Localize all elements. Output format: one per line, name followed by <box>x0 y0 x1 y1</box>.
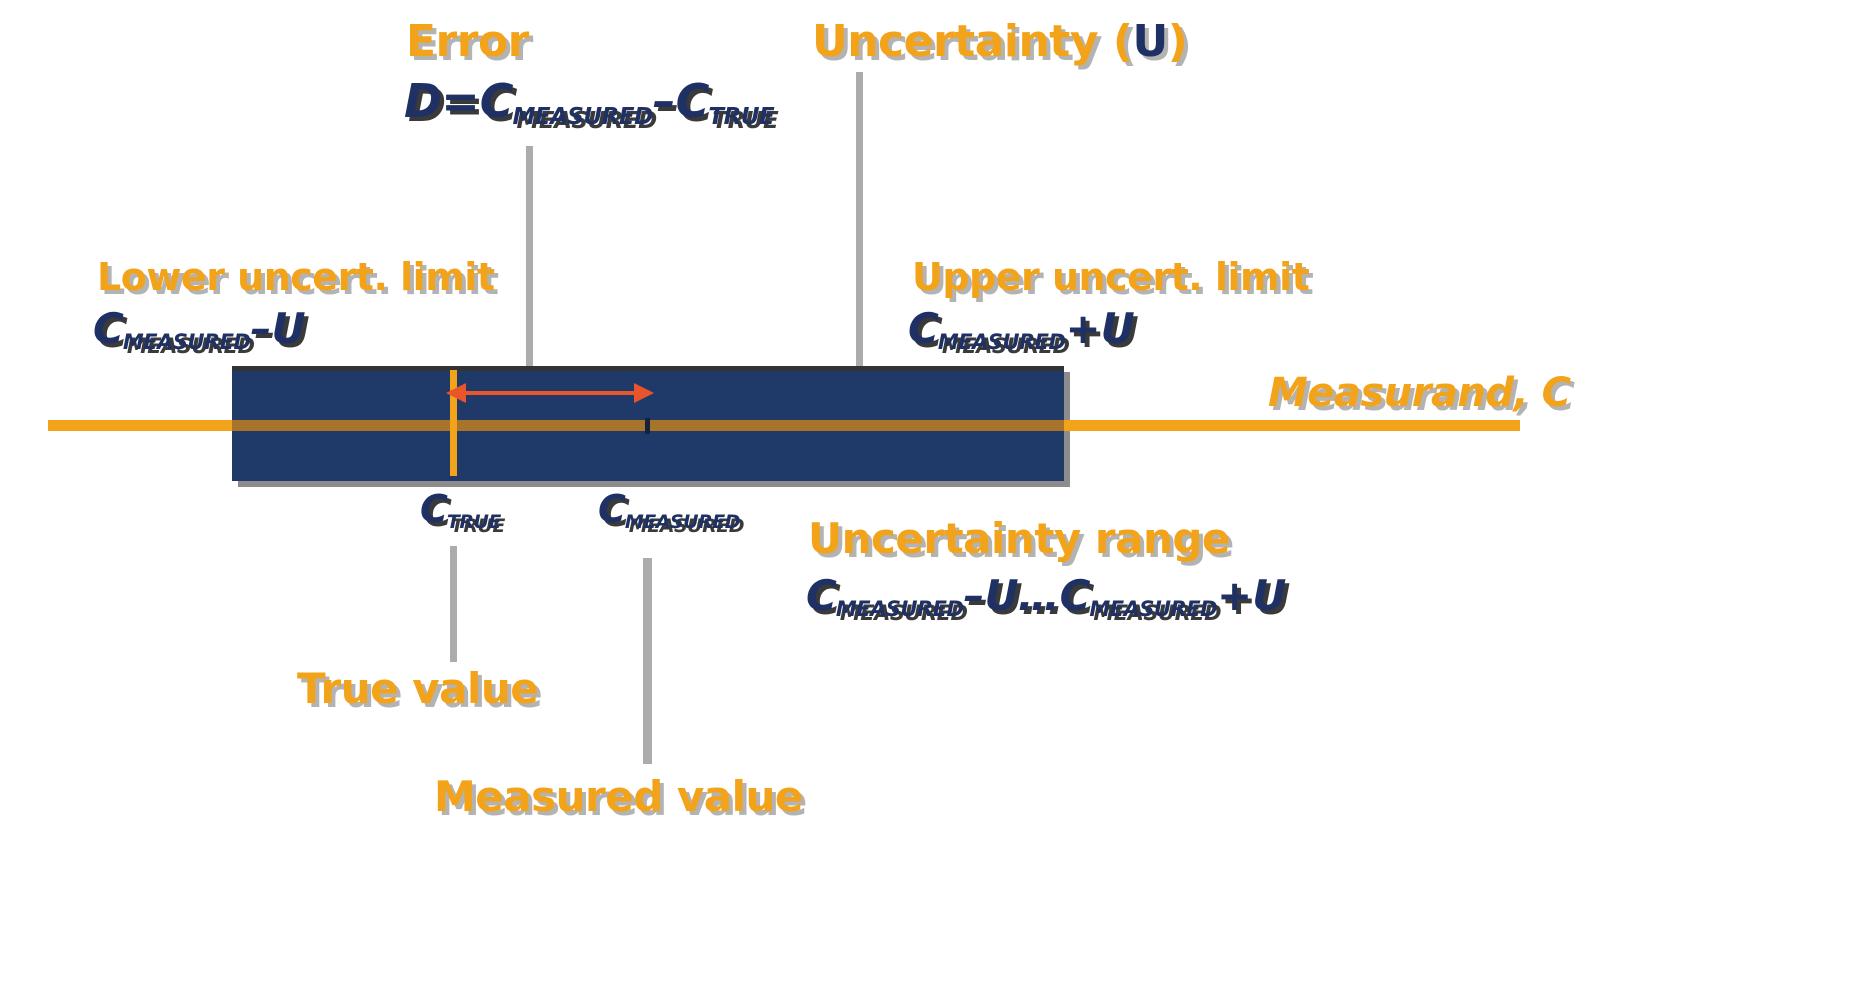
error-formula-c-measured: C <box>479 74 514 128</box>
range-c1-sub: MEASURED <box>835 597 964 622</box>
c-true-symbol: C <box>420 487 448 531</box>
range-c2-sub: MEASURED <box>1089 597 1218 622</box>
error-formula-c-true: C <box>675 74 710 128</box>
range-c2: C <box>1059 571 1091 620</box>
uncertainty-title: Uncertainty (U) <box>812 20 1188 64</box>
upper-limit-u: U <box>1100 304 1135 353</box>
lower-limit-c: C <box>93 304 124 353</box>
c-measured-subscript: MEASURED <box>624 510 741 533</box>
error-span-arrow <box>446 383 654 403</box>
error-formula-c-true-sub: TRUE <box>708 103 775 130</box>
measured-value-connector <box>643 558 652 764</box>
measurand-axis-label: Measurand, C <box>1268 370 1571 416</box>
upper-uncert-limit-title: Upper uncert. limit <box>912 255 1310 299</box>
c-true-tick <box>450 370 457 476</box>
c-measured-label: CMEASURED <box>598 487 740 531</box>
lower-limit-operator: – <box>250 304 272 353</box>
error-formula-c-measured-sub: MEASURED <box>512 103 654 130</box>
range-u2: U <box>1252 571 1286 620</box>
upper-limit-sub: MEASURED <box>937 330 1066 355</box>
lower-limit-sub: MEASURED <box>122 330 251 355</box>
c-measured-symbol: C <box>598 487 626 531</box>
upper-limit-c: C <box>908 304 939 353</box>
range-u1: U <box>984 571 1018 620</box>
error-span-arrow-head-left <box>446 383 466 403</box>
upper-limit-operator: + <box>1065 304 1101 353</box>
error-formula-minus: – <box>652 74 676 128</box>
upper-uncert-limit-formula: CMEASURED+U <box>908 308 1135 353</box>
error-formula: D=CMEASURED–CTRUE <box>404 78 775 128</box>
uncertainty-title-post: ) <box>1167 16 1188 67</box>
error-pointer-arrow <box>517 146 541 388</box>
c-measured-tick <box>645 418 650 434</box>
error-span-arrow-head-right <box>634 383 654 403</box>
c-true-subscript: TRUE <box>446 510 502 533</box>
error-pointer-stem <box>525 146 533 366</box>
range-operator-minus: – <box>963 571 985 620</box>
uncertainty-title-symbol: U <box>1132 16 1168 67</box>
range-ellipsis: … <box>1017 571 1060 620</box>
range-operator-plus: + <box>1217 571 1253 620</box>
uncertainty-title-pre: Uncertainty ( <box>812 16 1133 67</box>
error-formula-equals: = <box>441 74 480 128</box>
error-title: Error <box>406 16 529 67</box>
true-value-connector <box>450 546 457 662</box>
error-formula-d: D <box>404 74 442 128</box>
lower-uncert-limit-formula: CMEASURED–U <box>93 308 306 353</box>
c-true-label: CTRUE <box>420 487 501 531</box>
measured-value-label: Measured value <box>434 772 803 821</box>
lower-uncert-limit-title: Lower uncert. limit <box>97 255 495 299</box>
uncertainty-pointer-stem <box>855 72 863 368</box>
uncertainty-range-title: Uncertainty range <box>808 514 1230 563</box>
uncertainty-range-formula: CMEASURED–U…CMEASURED+U <box>806 575 1286 620</box>
lower-limit-u: U <box>271 304 305 353</box>
true-value-label: True value <box>297 664 539 713</box>
uncertainty-pointer-arrow <box>847 72 871 390</box>
range-c1: C <box>806 571 837 620</box>
